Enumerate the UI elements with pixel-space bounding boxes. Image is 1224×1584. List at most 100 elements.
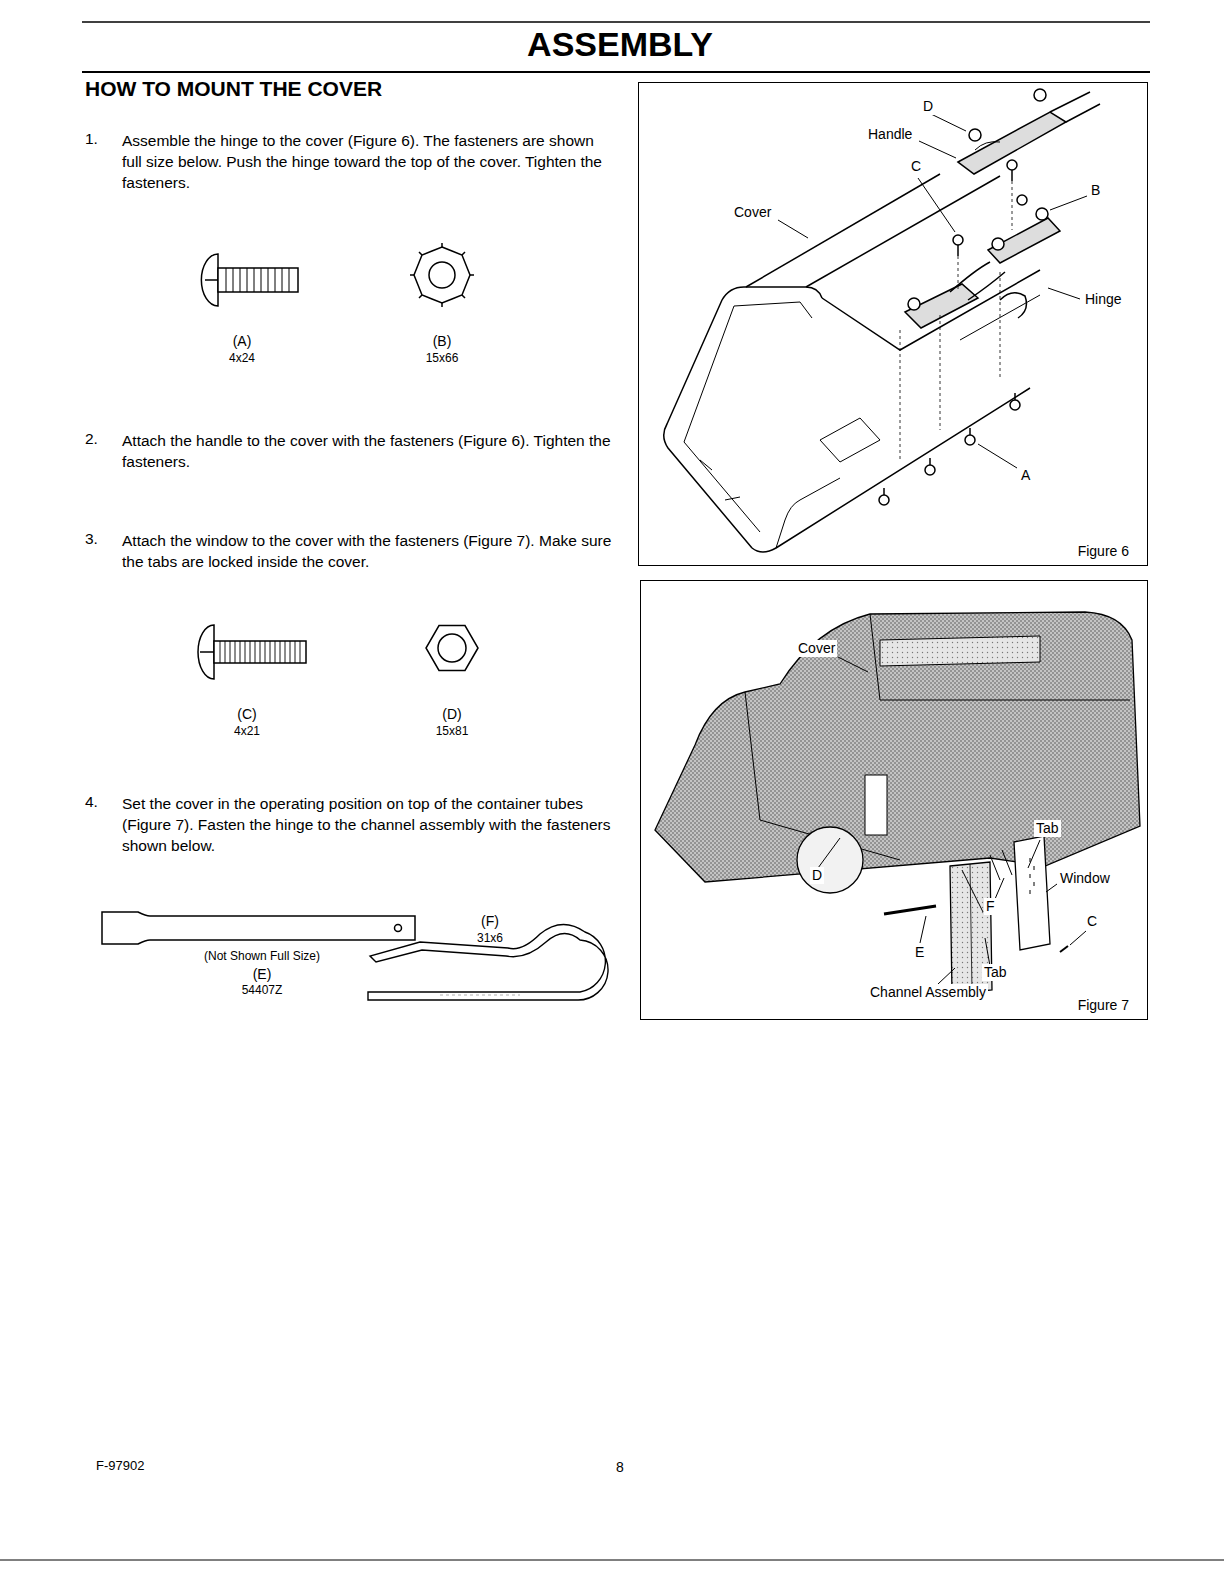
artwork-part: [958, 112, 1066, 174]
callout-letter: F: [984, 898, 997, 915]
artwork-part: [818, 838, 840, 868]
callout-label: Channel Assembly: [868, 984, 988, 1001]
part-size: 15x81: [436, 724, 469, 738]
figure-6-cover-drawing: [664, 89, 1100, 552]
artwork-part: [870, 614, 1130, 700]
part-letter: (F): [481, 913, 499, 930]
artwork-part: [664, 287, 822, 548]
screw-c: [198, 625, 306, 679]
callout-label: Cover: [796, 640, 837, 657]
artwork-part: [655, 612, 1140, 882]
artwork-part: [395, 925, 402, 932]
callout-letter: B: [1089, 182, 1102, 199]
artwork-part: [992, 238, 1004, 250]
callout-label: Tab: [1034, 820, 1061, 837]
artwork-part: [822, 270, 1040, 350]
form-number: F-97902: [96, 1458, 144, 1474]
artwork-part: [414, 247, 470, 303]
callout-label: Tab: [982, 964, 1009, 981]
artwork-part: [905, 284, 978, 328]
artwork-part: [426, 626, 478, 671]
part-size: 4x24: [229, 351, 255, 365]
artwork-part: [797, 827, 863, 893]
artwork-part: [776, 478, 840, 548]
part-letter: (B): [433, 333, 452, 350]
callout-label: Cover: [732, 204, 773, 221]
artwork-part: [970, 864, 972, 992]
artwork-part: [820, 418, 880, 462]
artwork-part: [1014, 393, 1016, 400]
artwork-part: [205, 279, 218, 281]
page-title: ASSEMBLY: [420, 24, 820, 65]
artwork-part: [1000, 293, 1026, 318]
callout-letter: D: [921, 98, 935, 115]
figure-caption: Figure 7: [1076, 997, 1131, 1013]
artwork-part: [368, 924, 608, 1000]
nut-b: [410, 243, 474, 307]
artwork-part: [953, 235, 963, 245]
artwork-part: [220, 641, 300, 663]
artwork-part: [969, 428, 971, 435]
callout-letter: E: [913, 944, 926, 961]
figure-panel: Figure 6: [638, 82, 1148, 566]
artwork-part: [102, 912, 415, 944]
page-rules: [0, 22, 1224, 1560]
callout-letter: D: [810, 867, 824, 884]
artwork-part: [929, 458, 931, 465]
artwork-part: [746, 174, 940, 287]
artwork-part: [0, 1560, 1224, 1561]
callout-letter: A: [1019, 467, 1032, 484]
artwork-part: [440, 995, 520, 996]
step-text: Set the cover in the operating position …: [122, 793, 612, 856]
artwork-part: [884, 906, 936, 914]
part-number: 54407Z: [242, 983, 283, 997]
callout-label: Hinge: [1083, 291, 1124, 308]
artwork-part: [975, 142, 1000, 150]
artwork-part: [226, 268, 289, 292]
artwork-part: [684, 302, 812, 532]
artwork-part: [900, 181, 1012, 460]
section-heading: HOW TO MOUNT THE COVER: [85, 76, 382, 101]
step-number: 3.: [85, 530, 98, 549]
step-text: Attach the window to the cover with the …: [122, 530, 612, 572]
figure-7-cover-drawing: [655, 612, 1140, 994]
part-letter: (E): [253, 966, 272, 983]
artwork-part: [925, 465, 935, 475]
part-size: 31x6: [477, 931, 503, 945]
part-size: 15x66: [426, 351, 459, 365]
callout-label: Window: [1058, 870, 1112, 887]
step-number: 1.: [85, 130, 98, 149]
artwork-part: [1030, 858, 1034, 894]
artwork-part: [438, 634, 466, 662]
artwork-part: [1014, 836, 1050, 950]
note: (Not Shown Full Size): [204, 949, 320, 963]
step-text: Assemble the hinge to the cover (Figure …: [122, 130, 612, 193]
artwork-part: [82, 21, 1150, 23]
artwork-part: [965, 435, 975, 445]
artwork-part: [990, 850, 1012, 880]
nut-d: [426, 626, 478, 671]
artwork-part: [1007, 160, 1017, 170]
figure-panel: Figure 7: [640, 580, 1148, 1020]
artwork-part: [1011, 170, 1013, 181]
page-number: 8: [616, 1459, 624, 1476]
artwork-part: [908, 298, 920, 310]
handle-bar-e: [102, 912, 415, 944]
artwork-part: [201, 254, 218, 306]
step-number: 2.: [85, 430, 98, 449]
artwork-part: [82, 71, 1150, 73]
artwork-part: [1050, 92, 1100, 122]
artwork-part: [957, 245, 959, 256]
artwork-part: [429, 262, 455, 288]
artwork-part: [806, 176, 1000, 287]
artwork-part: [883, 488, 885, 495]
callout-letter: C: [1085, 913, 1099, 930]
artwork-part: [988, 218, 1060, 263]
step-number: 4.: [85, 793, 98, 812]
part-letter: (A): [233, 333, 252, 350]
artwork-part: [200, 651, 214, 653]
artwork-part: [880, 636, 1040, 666]
artwork-part: [778, 114, 1087, 468]
